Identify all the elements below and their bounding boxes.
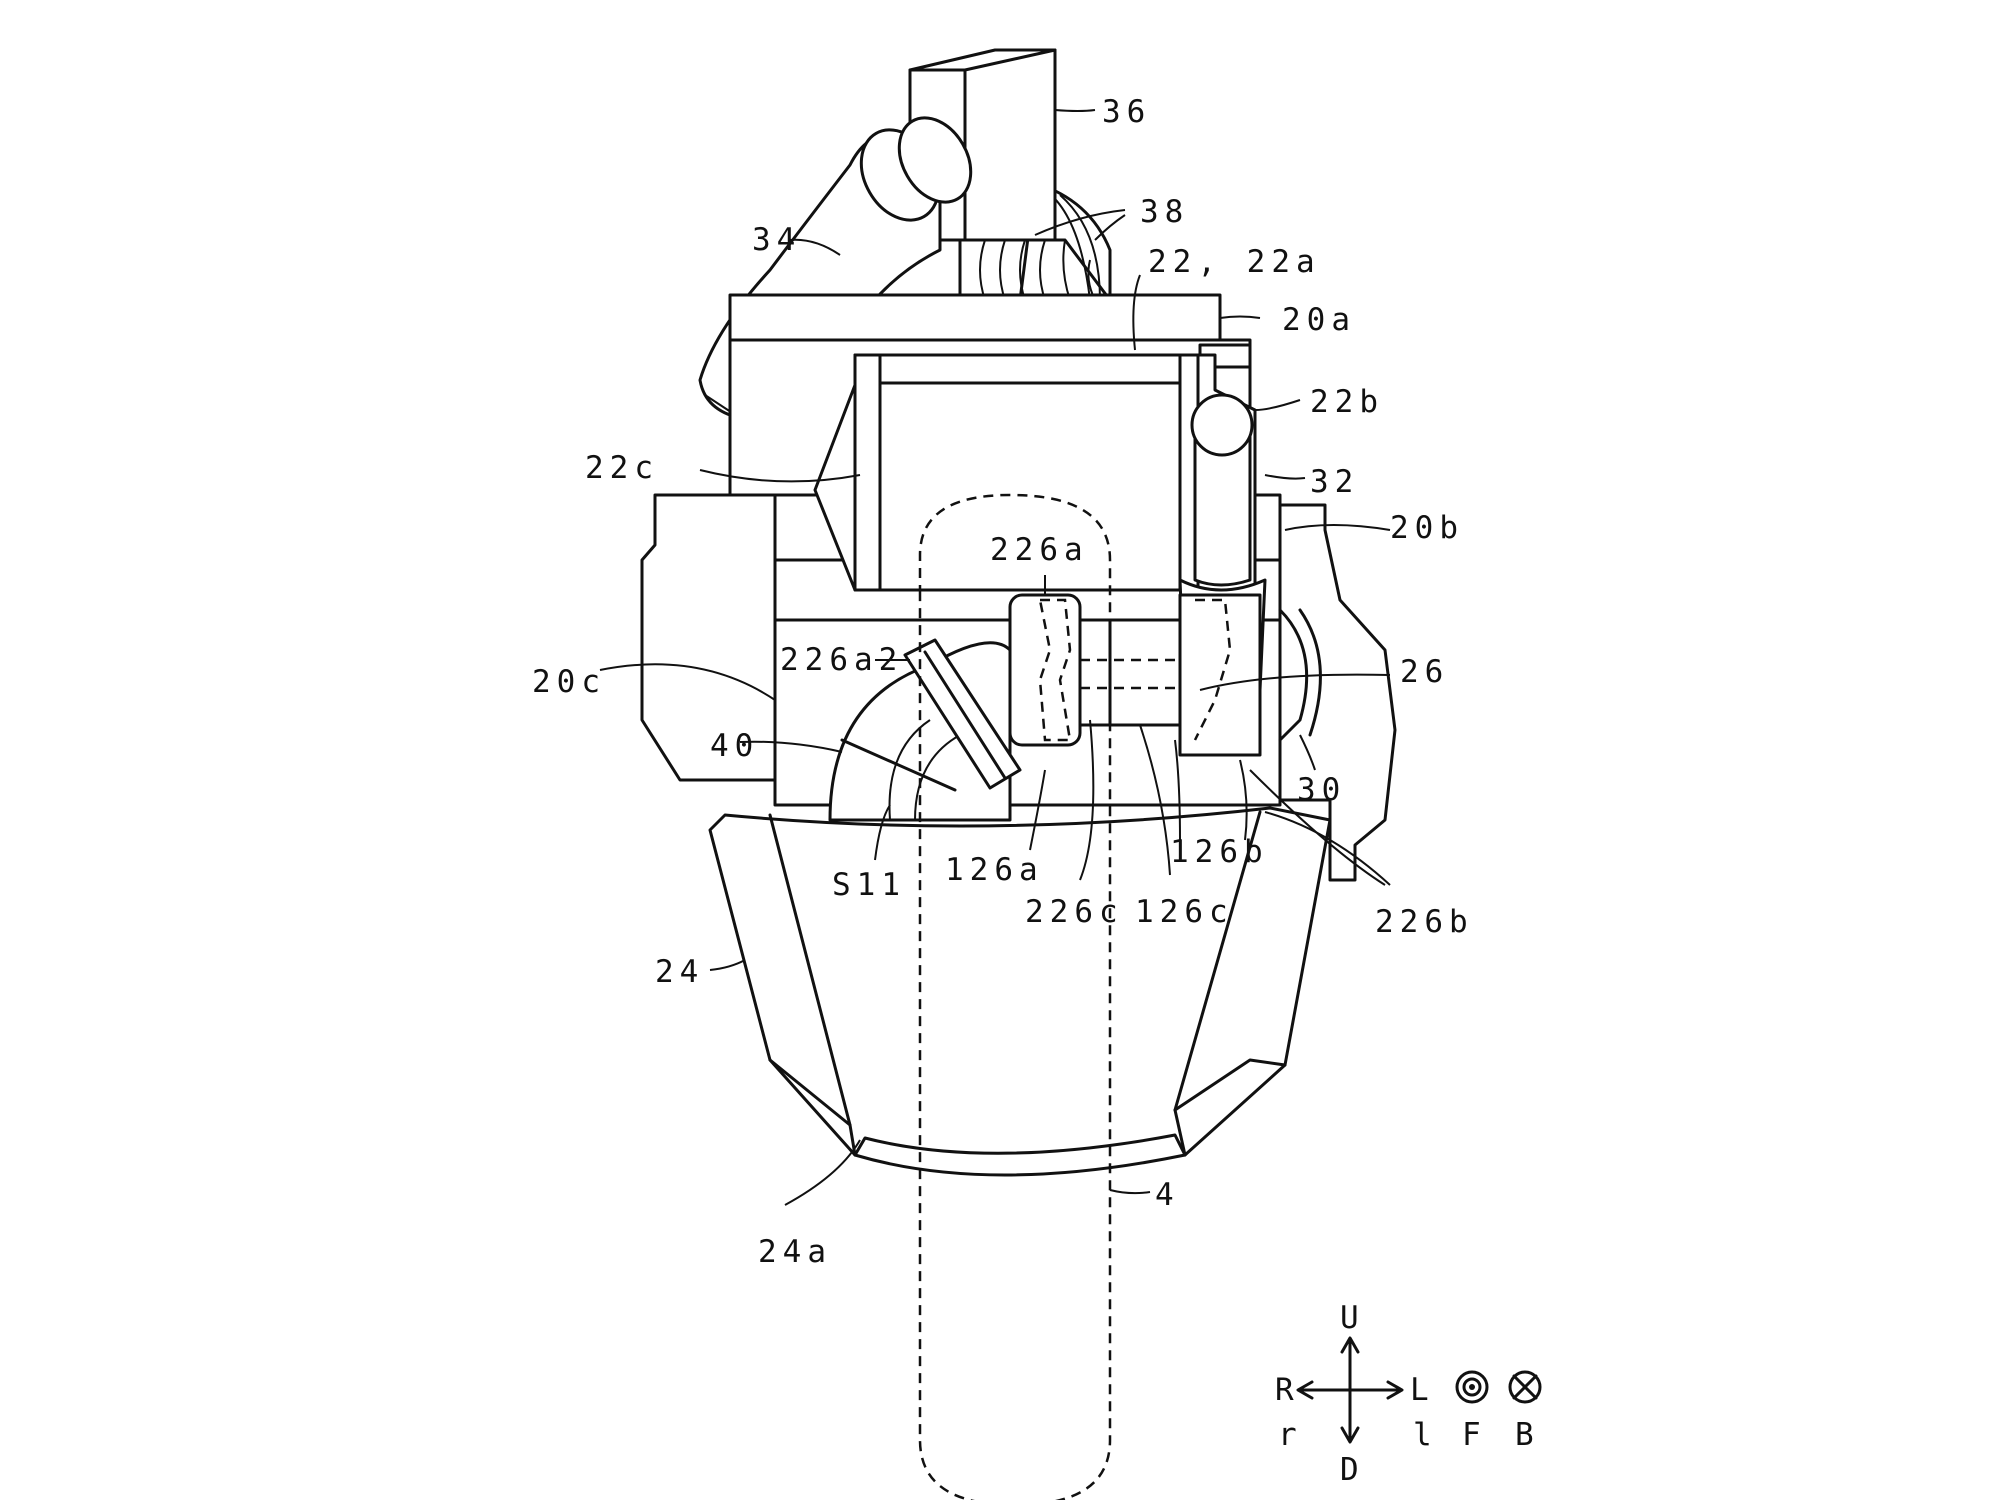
leader-lines: [599, 109, 1391, 1206]
axis-left-lower-label: l: [1413, 1417, 1438, 1453]
axis-left-upper-label: L: [1410, 1372, 1435, 1408]
label-40: 40: [710, 728, 759, 764]
label-S11: S11: [832, 867, 906, 903]
axis-front-label: F: [1462, 1417, 1487, 1453]
reference-labels: 36 38 34 22, 22a 20a 22b 22c 32 20b 226a…: [532, 94, 1474, 1270]
label-226a2: 226a2: [780, 642, 903, 678]
axis-back-label: B: [1515, 1417, 1540, 1453]
label-32: 32: [1310, 464, 1359, 500]
label-22-22a: 22, 22a: [1148, 244, 1321, 280]
label-26: 26: [1400, 654, 1449, 690]
lower-frame-24: [708, 806, 1332, 1177]
plate-226a2: [903, 638, 1022, 790]
label-20c: 20c: [532, 664, 606, 700]
label-226c: 226c: [1025, 894, 1124, 930]
dashed-body-4: [918, 493, 1112, 1500]
cross-in-circle-icon: [1508, 1370, 1542, 1404]
label-24a: 24a: [758, 1234, 832, 1270]
connector-126: [1078, 618, 1187, 727]
label-22c: 22c: [585, 450, 659, 486]
label-126c: 126c: [1135, 894, 1234, 930]
axis-down-label: D: [1340, 1452, 1365, 1488]
label-226a: 226a: [990, 532, 1089, 568]
label-126a: 126a: [945, 852, 1044, 888]
axis-right-lower-label: r: [1278, 1417, 1303, 1453]
housing-20b: [1278, 503, 1397, 882]
label-4: 4: [1155, 1177, 1180, 1213]
label-30: 30: [1297, 772, 1346, 808]
axis-right-upper-label: R: [1275, 1372, 1300, 1408]
label-36: 36: [1102, 94, 1151, 130]
dot-in-circle-icon: [1455, 1370, 1489, 1404]
axis-up-label: U: [1340, 1300, 1365, 1336]
block-226b: [1178, 593, 1262, 757]
label-20a: 20a: [1282, 302, 1356, 338]
block-226a: [1008, 593, 1082, 747]
label-226b: 226b: [1375, 904, 1474, 940]
label-34: 34: [752, 222, 801, 258]
direction-key: U D R r L l F B: [1275, 1300, 1542, 1488]
side-element-30: [1278, 608, 1322, 742]
label-22b: 22b: [1310, 384, 1384, 420]
label-126b: 126b: [1170, 834, 1269, 870]
label-24: 24: [655, 954, 704, 990]
label-38: 38: [1140, 194, 1189, 230]
label-20b: 20b: [1390, 510, 1464, 546]
